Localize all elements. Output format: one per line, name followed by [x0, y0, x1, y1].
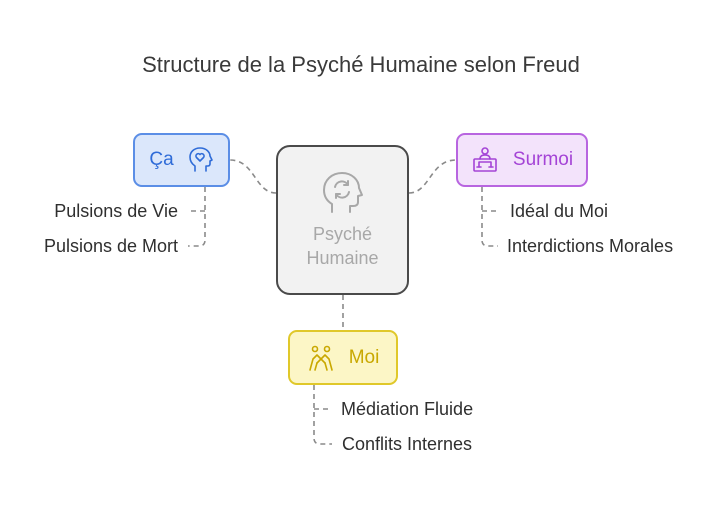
node-ca: Ça — [133, 133, 230, 187]
node-moi-label: Moi — [348, 346, 380, 368]
node-surmoi-label: Surmoi — [512, 149, 574, 170]
diagram-title: Structure de la Psyché Humaine selon Fre… — [142, 52, 580, 77]
center-node-psyche: Psyché Humaine — [276, 145, 409, 295]
ca-item-pulsions-vie: Pulsions de Vie — [54, 201, 178, 221]
node-moi: Moi — [288, 330, 398, 385]
center-label-line1: Psyché — [312, 224, 372, 244]
handshake-icon — [307, 344, 335, 372]
ca-item-pulsions-mort: Pulsions de Mort — [43, 236, 178, 256]
surmoi-item-interdictions: Interdictions Morales — [507, 236, 674, 256]
node-ca-label: Ça — [149, 149, 174, 170]
moi-item-conflits: Conflits Internes — [342, 434, 473, 454]
node-surmoi: Surmoi — [456, 133, 588, 187]
head-heart-icon — [188, 147, 214, 173]
judge-scale-icon — [471, 146, 499, 174]
center-label-line2: Humaine — [306, 248, 379, 268]
moi-item-mediation: Médiation Fluide — [341, 399, 474, 419]
head-cycle-icon — [320, 170, 366, 216]
surmoi-item-ideal: Idéal du Moi — [510, 201, 609, 221]
